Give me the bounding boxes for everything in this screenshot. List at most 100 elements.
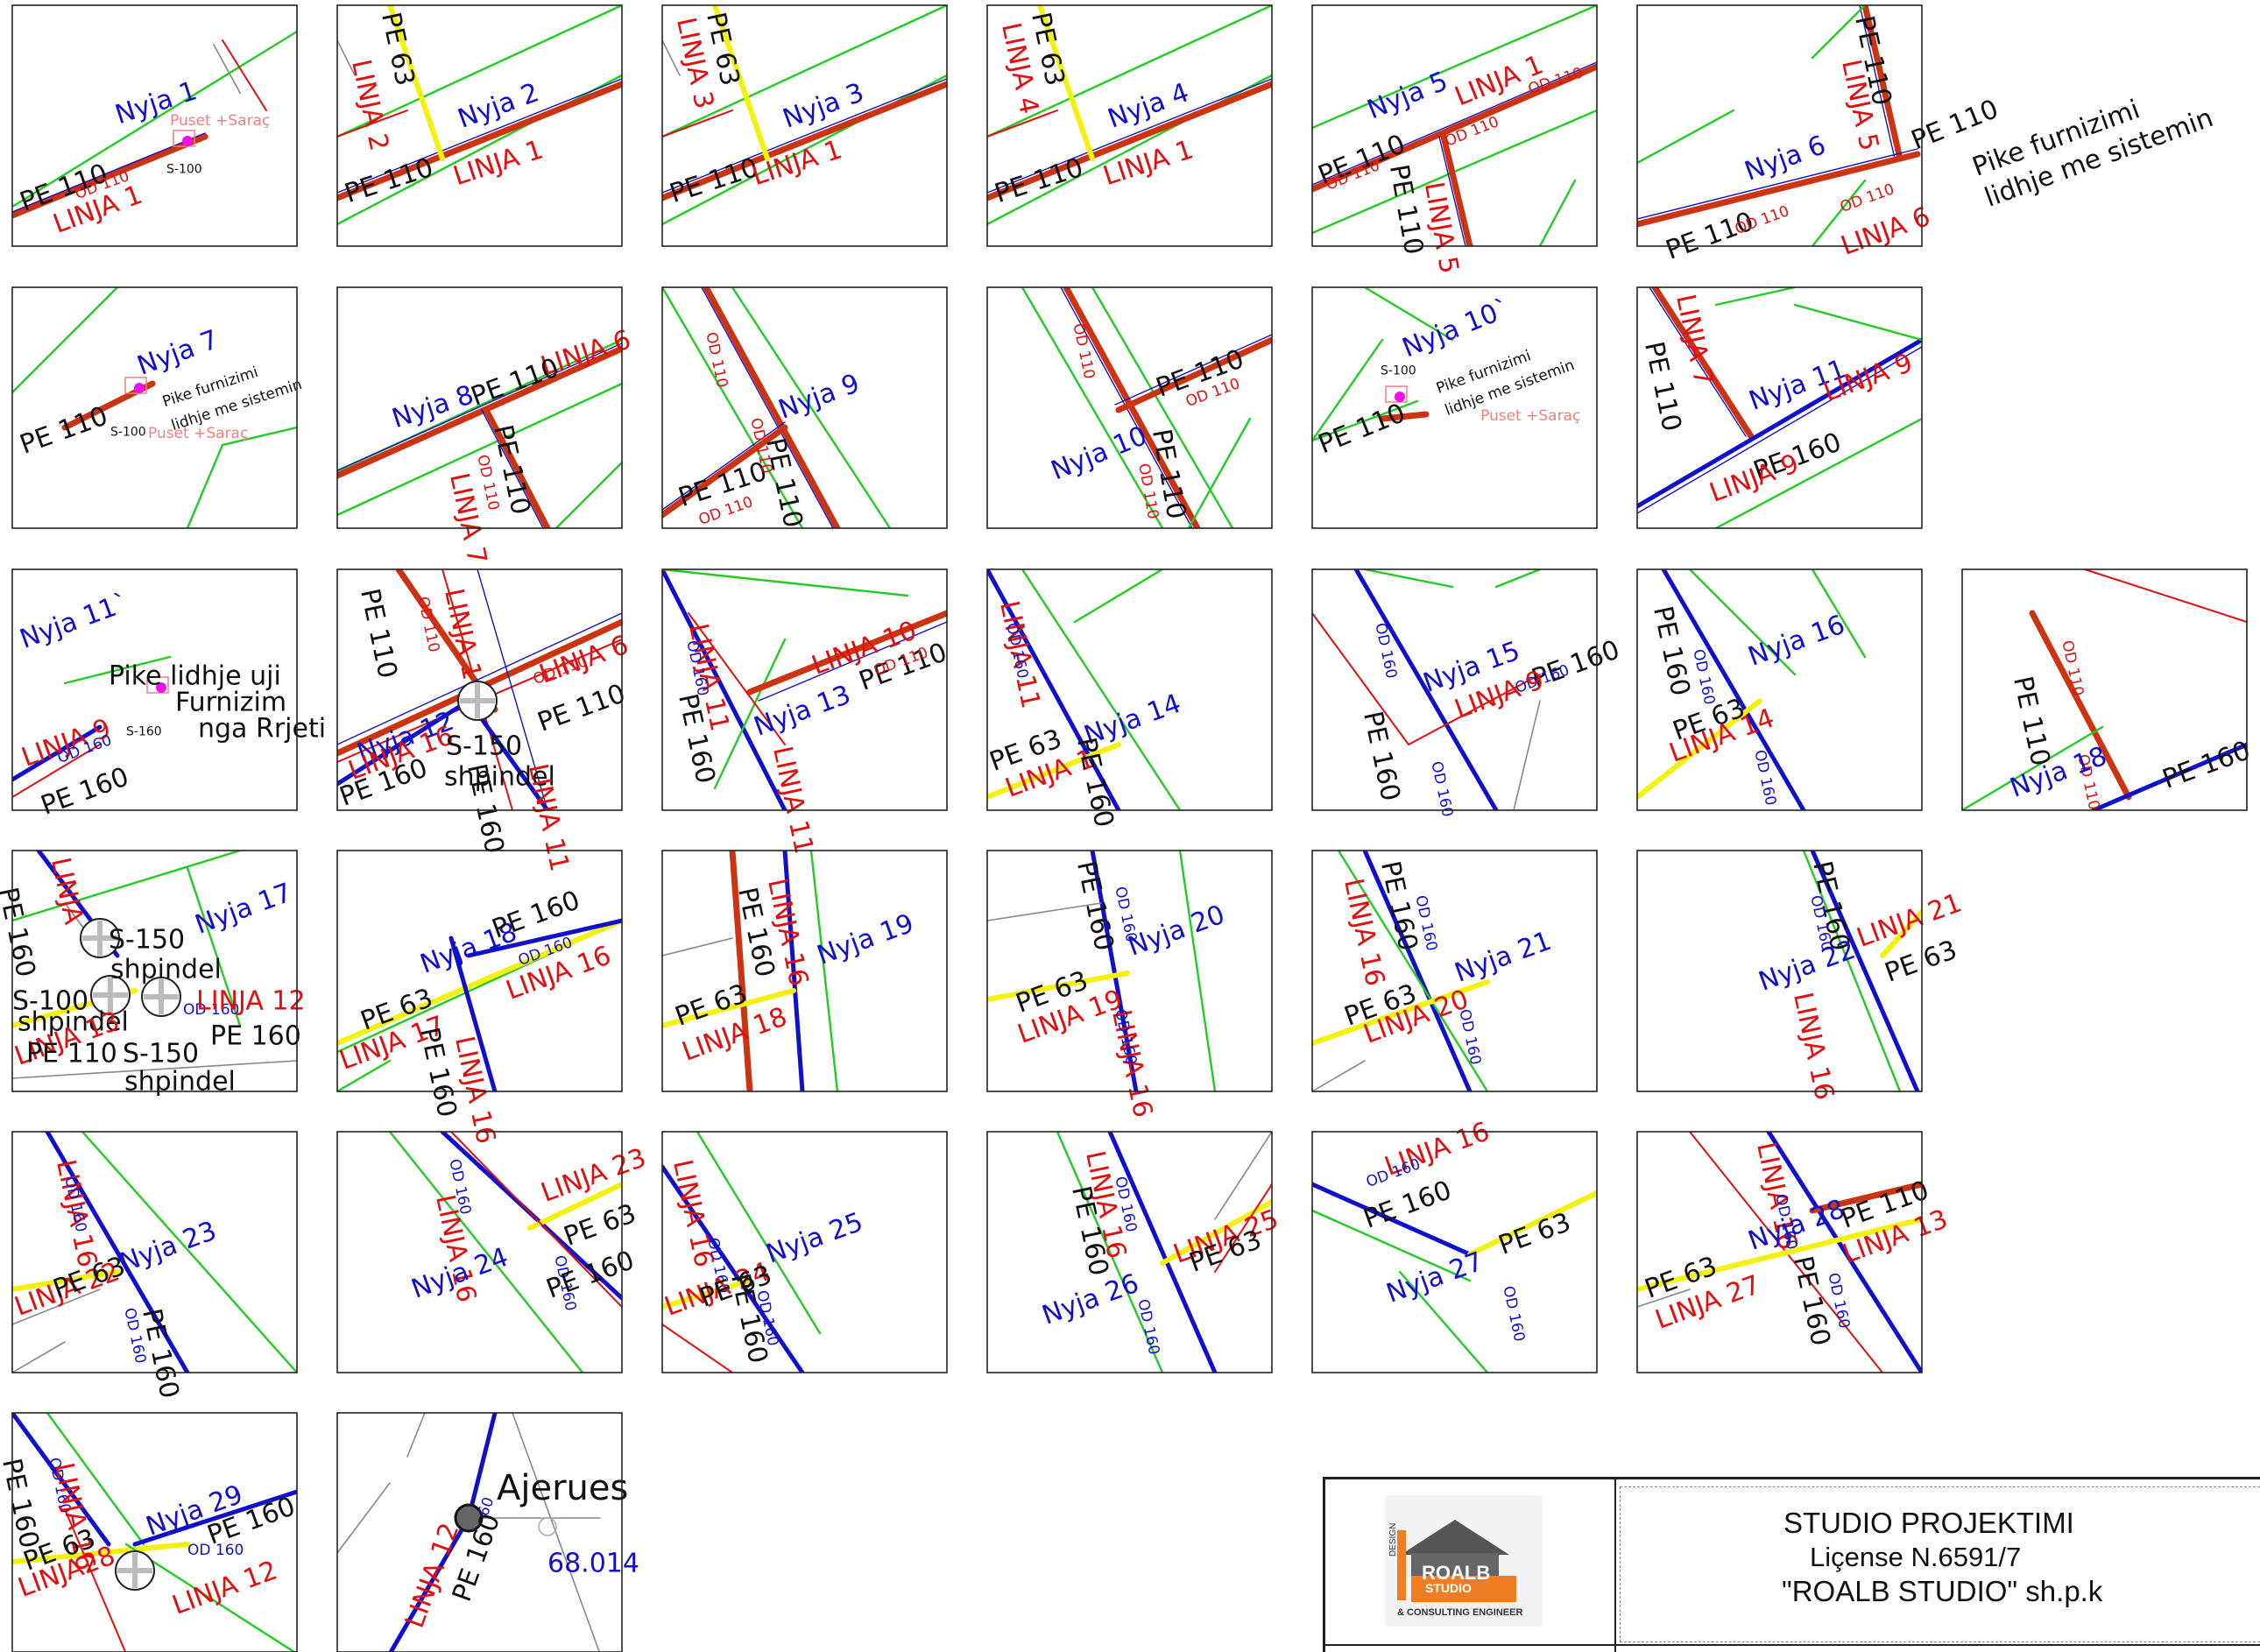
road-edge-line xyxy=(186,866,242,1027)
pipe-outline xyxy=(1438,136,1466,246)
boundary-line xyxy=(12,1341,66,1373)
panel-frame xyxy=(11,1131,298,1373)
drawing-label: PE 110 xyxy=(16,400,112,460)
drawing-label: S-150 xyxy=(123,1039,199,1070)
road-edge-line xyxy=(662,5,947,138)
pipe-pe110 xyxy=(1115,336,1272,413)
drawing-label: PE 110 xyxy=(666,152,762,209)
pipe-outline xyxy=(1312,61,1597,186)
panel-content xyxy=(1021,287,1272,528)
drawing-label: Furnizim xyxy=(175,688,286,718)
pipe-pe110 xyxy=(1637,151,1921,228)
drawing-label: Nyja 22 xyxy=(1755,935,1860,998)
panel-frame xyxy=(1636,4,1923,247)
road-edge-line xyxy=(1802,851,1902,1091)
road-edge-line xyxy=(1688,569,1797,676)
drawing-label: LINJA 11 xyxy=(522,761,575,874)
drawing-label: PE 160 xyxy=(0,885,41,980)
panel-content xyxy=(337,338,622,528)
road-edge-line xyxy=(1962,725,2104,810)
drawing-label: shpindel xyxy=(110,955,222,985)
drawing-label: S-160 xyxy=(126,725,162,739)
manhole-box xyxy=(173,130,195,147)
property-line xyxy=(337,109,408,138)
drawing-label: Nyja 27 xyxy=(1382,1246,1487,1310)
panel-content xyxy=(12,655,172,798)
drawing-label: Puset +Saraç xyxy=(170,112,270,130)
pipe-outline xyxy=(337,612,622,745)
drawing-label: PE 160 xyxy=(1357,709,1406,804)
road-edge-line xyxy=(1811,179,1867,246)
road-edge-line xyxy=(1363,287,1454,342)
road-edge-line xyxy=(221,426,297,447)
panel-content xyxy=(1312,851,1490,1091)
pipe-outline xyxy=(481,409,544,528)
road-edge-line xyxy=(1363,569,1454,589)
drawing-label: Puset +Saraç xyxy=(148,425,248,442)
drawing-label: S-100 xyxy=(110,426,146,440)
drawing-label: Nyja 11` xyxy=(16,588,133,655)
drawing-label: PE 160 xyxy=(542,1245,639,1304)
connection-point-marker xyxy=(182,136,193,146)
panel-frame xyxy=(336,850,623,1092)
pipe-pe160 xyxy=(12,724,102,782)
pipe-pe110 xyxy=(337,81,622,201)
drawing-label: LINJA 7 xyxy=(1670,292,1719,388)
panel-content xyxy=(662,287,892,528)
pipe-pe160 xyxy=(1637,337,1922,509)
boundary-line xyxy=(1312,1060,1366,1091)
pipe-pe110 xyxy=(1312,63,1597,193)
pipe-pe63 xyxy=(662,1278,752,1310)
road-edge-line xyxy=(987,5,1272,138)
road-edge-line xyxy=(713,638,787,790)
drawing-label: S-150 xyxy=(109,925,185,956)
road-edge-line xyxy=(1091,287,1234,528)
panel-frame xyxy=(1311,4,1598,247)
pipe-pe63 xyxy=(1637,1217,1922,1292)
panel-frame xyxy=(336,286,623,529)
pipe-outline xyxy=(1859,5,1896,159)
panel-content xyxy=(12,287,297,528)
road-edge-line xyxy=(124,1543,297,1652)
pipe-pe63 xyxy=(1880,909,1922,958)
panel-frame xyxy=(986,1131,1273,1373)
pipe-outline xyxy=(662,78,947,194)
panel-content xyxy=(662,569,947,810)
pipe-pe63 xyxy=(337,918,622,1046)
pipe-pe63 xyxy=(1312,979,1490,1046)
drawing-label: Nyja 3 xyxy=(779,77,868,135)
drawing-label: PE 110 xyxy=(467,352,563,412)
pipe-pe160 xyxy=(987,569,1121,810)
pipe-pe63 xyxy=(987,742,1121,800)
drawing-label: OD 110 xyxy=(702,330,731,389)
boundary-line xyxy=(662,39,681,76)
pipe-pe110 xyxy=(1861,5,1903,162)
title-block-logo-cell: ROALB STUDIO DESIGN & CONSULTING ENGINEE… xyxy=(1325,1479,1616,1652)
road-edge-line xyxy=(186,443,224,528)
connection-point-marker xyxy=(156,682,166,693)
pipe-pe160 xyxy=(782,851,805,1091)
drawing-label: shpindel xyxy=(18,1007,129,1038)
drawing-label: Nyja 9 xyxy=(774,368,864,426)
pipe-pe63 xyxy=(387,5,445,161)
panel-content xyxy=(337,1413,601,1652)
drawing-label: PE 160 xyxy=(1787,1253,1836,1349)
property-line xyxy=(222,39,267,111)
drawing-label: LINJA xyxy=(45,855,88,928)
drawing-label: S-100 xyxy=(166,163,202,177)
pipe-pe110 xyxy=(12,133,208,219)
drawing-label: OD 110 xyxy=(1069,321,1098,380)
panel-content xyxy=(662,1132,822,1373)
